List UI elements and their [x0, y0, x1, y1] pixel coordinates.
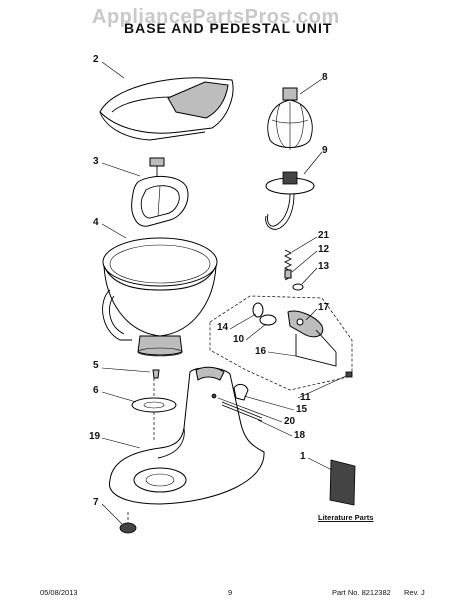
callout-13: 13: [318, 261, 330, 272]
callout-15: 15: [296, 404, 308, 415]
callout-9: 9: [322, 145, 328, 156]
callout-16: 16: [255, 346, 267, 357]
callout-18: 18: [294, 430, 306, 441]
callout-7: 7: [93, 497, 99, 508]
literature-part: [329, 459, 356, 506]
callout-2: 2: [93, 54, 99, 65]
callout-21: 21: [318, 230, 330, 241]
pedestal-base-part: [108, 366, 265, 505]
clamping-plate-parts: [131, 369, 177, 440]
callout-10: 10: [233, 334, 245, 345]
callout-8: 8: [322, 72, 328, 83]
page-title: BASE AND PEDESTAL UNIT: [124, 20, 333, 36]
footer-date: 05/08/2013: [40, 588, 78, 597]
footer-page: 9: [228, 588, 233, 597]
callout-14: 14: [217, 322, 229, 333]
callout-5: 5: [93, 360, 99, 371]
pouring-shield-part: [99, 77, 234, 141]
callout-3: 3: [93, 156, 99, 167]
callout-1: 1: [300, 451, 306, 462]
mixing-bowl-part: [102, 237, 218, 357]
leader-lines: [101, 61, 347, 525]
spring-pin-washer-parts: [283, 249, 304, 291]
flat-beater-part: [131, 157, 189, 227]
rubber-foot-part: [119, 512, 137, 534]
footer-rev: Rev. J: [404, 588, 425, 597]
callout-11: 11: [300, 392, 311, 403]
callout-20: 20: [284, 416, 296, 427]
footer-part-no: Part No. 8212382: [332, 588, 391, 597]
callout-17: 17: [318, 302, 330, 313]
watermark: AppliancePartsPros.com: [92, 6, 340, 28]
wire-whip-part: [267, 87, 313, 150]
hinge-assembly-parts: [209, 295, 353, 391]
dough-hook-part: [265, 171, 315, 230]
callout-12: 12: [318, 244, 330, 255]
callout-4: 4: [93, 217, 99, 228]
literature-parts-label: Literature Parts: [318, 513, 374, 522]
callout-6: 6: [93, 385, 99, 396]
callout-19: 19: [89, 431, 101, 442]
